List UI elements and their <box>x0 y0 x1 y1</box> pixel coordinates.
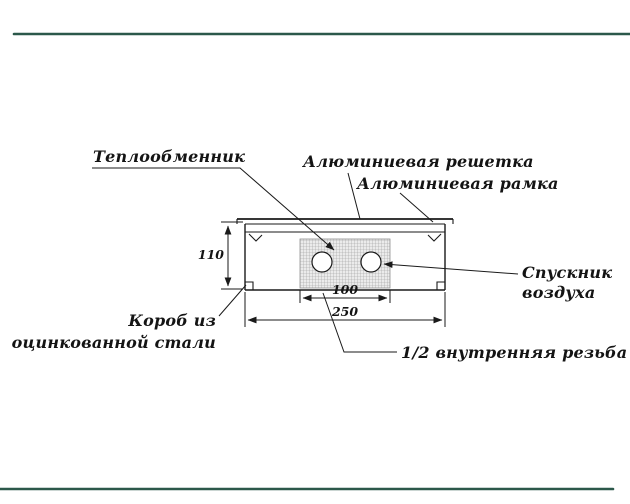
label-steel-box-line2: оцинкованной стали <box>12 333 216 352</box>
pipe-left <box>311 251 333 273</box>
label-aluminum-frame: Алюминиевая рамка <box>356 174 559 193</box>
leader-steel-box <box>218 284 247 317</box>
right-mount-clip <box>427 233 442 242</box>
dimension-lines <box>221 221 446 327</box>
heat-exchanger-block <box>299 238 391 289</box>
label-air-vent-line1: Спускник <box>522 263 612 282</box>
pipe-right <box>360 251 382 273</box>
dim-exchanger-extensions <box>299 290 391 303</box>
dim-height-value: 110 <box>198 247 224 262</box>
labels: Теплообменник Алюминиевая решетка Алюмин… <box>12 147 628 362</box>
dim-total-extensions <box>244 292 446 327</box>
casing-outline <box>236 218 454 291</box>
label-thread: 1/2 внутренняя резьба <box>401 343 627 362</box>
leader-heat-exchanger <box>92 167 335 251</box>
dim-height-extensions <box>221 221 243 290</box>
dim-total-width-value: 250 <box>331 304 358 319</box>
label-steel-box-line1: Короб из <box>127 311 216 330</box>
left-mount-clip <box>248 233 263 242</box>
label-heat-exchanger: Теплообменник <box>93 147 245 166</box>
label-aluminum-grille: Алюминиевая решетка <box>302 152 534 171</box>
leader-air-vent <box>383 261 519 275</box>
leader-lines <box>92 167 519 353</box>
left-foot-notch <box>245 281 254 290</box>
page-frame <box>0 32 630 491</box>
right-foot-notch <box>436 281 445 290</box>
leader-thread <box>322 292 397 353</box>
label-air-vent-line2: воздуха <box>522 283 595 302</box>
dim-exchanger-width-value: 100 <box>332 282 358 297</box>
leader-aluminum-grille <box>347 172 361 220</box>
leader-aluminum-frame <box>399 192 434 223</box>
